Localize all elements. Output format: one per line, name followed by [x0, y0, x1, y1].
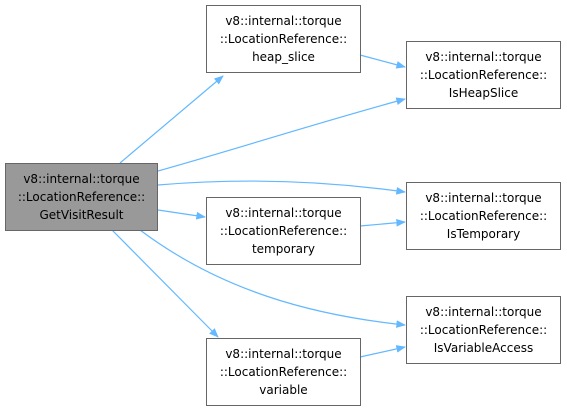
edge-variable-isvariableaccess: [359, 345, 406, 358]
node-line: ::LocationReference::: [219, 365, 348, 379]
node-heap_slice[interactable]: v8::internal::torque ::LocationReference…: [206, 5, 361, 73]
edge-getvisitresult-temporary: [157, 209, 206, 220]
node-getvisitresult[interactable]: v8::internal::torque ::LocationReference…: [5, 163, 158, 231]
edge-getvisitresult-istemporary: [157, 180, 406, 195]
node-line: variable: [259, 383, 308, 397]
node-line: v8::internal::torque: [225, 206, 342, 220]
node-line: ::LocationReference::: [219, 224, 348, 238]
edge-getvisitresult-variable: [111, 229, 219, 338]
node-line: ::LocationReference::: [219, 32, 348, 46]
node-line: ::LocationReference::: [17, 190, 146, 204]
node-line: temporary: [251, 242, 316, 256]
node-line: IsVariableAccess: [433, 341, 534, 355]
node-isvariableaccess[interactable]: v8::internal::torque ::LocationReference…: [406, 296, 561, 364]
node-line: v8::internal::torque: [425, 305, 542, 319]
node-line: IsTemporary: [446, 227, 521, 241]
edge-heap_slice-isheapslice: [359, 54, 406, 69]
node-variable[interactable]: v8::internal::torque ::LocationReference…: [206, 338, 361, 406]
node-line: GetVisitResult: [39, 208, 124, 222]
node-istemporary[interactable]: v8::internal::torque ::LocationReference…: [406, 182, 561, 250]
node-line: ::LocationReference::: [419, 323, 548, 337]
node-line: IsHeapSlice: [448, 86, 519, 100]
node-line: v8::internal::torque: [225, 14, 342, 28]
node-line: v8::internal::torque: [425, 191, 542, 205]
node-line: ::LocationReference::: [419, 68, 548, 82]
edge-getvisitresult-isheapslice: [157, 97, 406, 172]
node-temporary[interactable]: v8::internal::torque ::LocationReference…: [206, 197, 361, 265]
edge-temporary-istemporary: [359, 218, 406, 227]
node-line: v8::internal::torque: [225, 347, 342, 361]
node-line: v8::internal::torque: [23, 172, 140, 186]
node-line: ::LocationReference::: [419, 209, 548, 223]
node-isheapslice[interactable]: v8::internal::torque ::LocationReference…: [406, 41, 561, 109]
node-line: v8::internal::torque: [425, 50, 542, 64]
edge-getvisitresult-heap_slice: [119, 75, 224, 164]
edge-getvisitresult-isvariableaccess: [139, 229, 406, 328]
node-line: heap_slice: [252, 50, 315, 64]
